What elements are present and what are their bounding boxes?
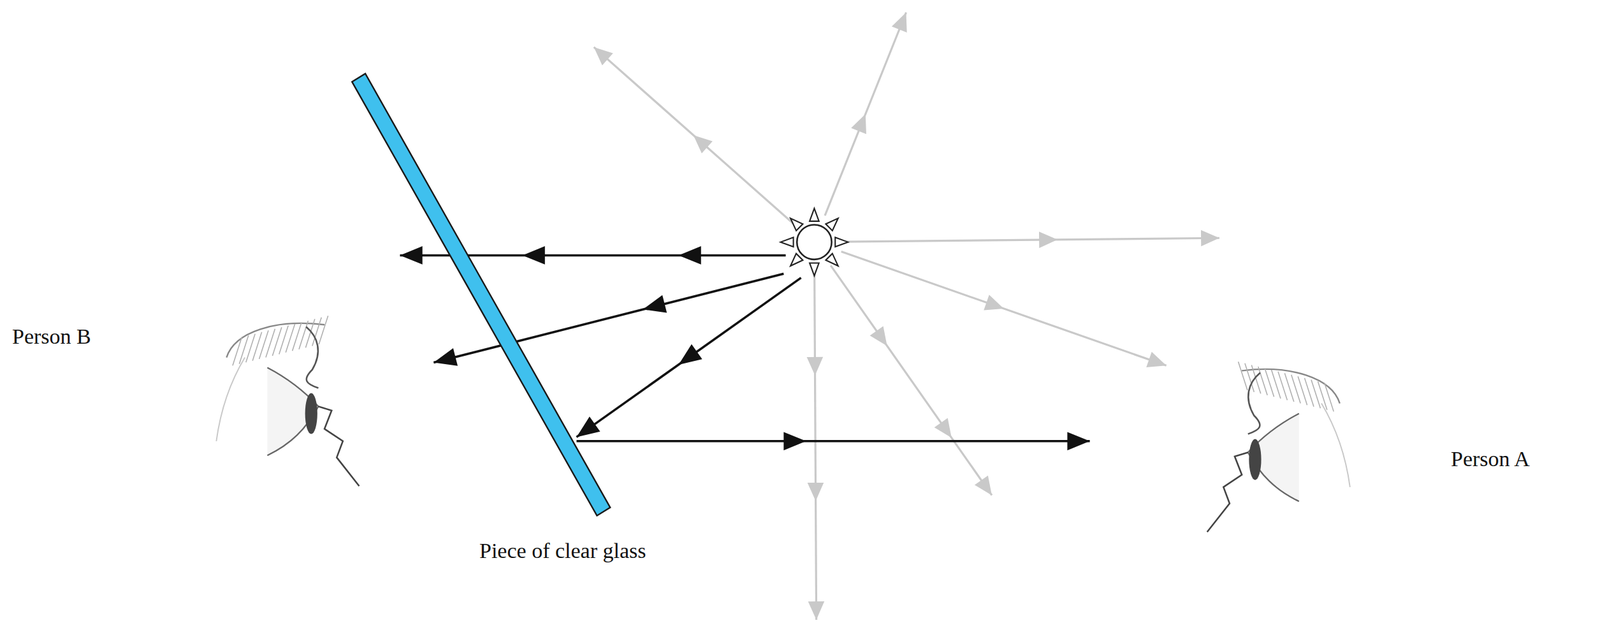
light-source (780, 208, 849, 277)
eye-shape (1248, 413, 1300, 502)
light-ray (824, 12, 906, 216)
light-ray (594, 47, 793, 224)
face-contour (1321, 403, 1351, 488)
light-spike (809, 208, 820, 222)
arrow-head (934, 418, 952, 438)
arrow-head (400, 246, 423, 265)
light-spike (780, 237, 794, 247)
arrow-head (1067, 431, 1090, 451)
iris (1248, 439, 1261, 480)
arrow-head (1146, 351, 1166, 368)
light-ray (842, 237, 1220, 242)
arrow-head (783, 431, 806, 451)
iris (305, 393, 318, 435)
arrow-head (1039, 231, 1058, 248)
arrow-head (678, 344, 703, 365)
arrow-head (594, 47, 614, 66)
arrow-head (576, 416, 600, 437)
eye-person-b (216, 315, 359, 486)
arrow-head (850, 114, 867, 135)
light-ray (814, 270, 817, 619)
lower-lid (1207, 451, 1249, 532)
arrow-head (974, 475, 992, 496)
brow-hatch (318, 315, 328, 345)
arrow-head (808, 601, 825, 620)
arrow-head (983, 294, 1004, 310)
lower-lid (318, 406, 359, 486)
label-text: Piece of clear glass (479, 538, 647, 563)
eyebrow (1238, 361, 1340, 412)
eyebrow (226, 315, 328, 366)
light-ray (576, 277, 801, 438)
eye-shape (267, 367, 319, 456)
light-spike (790, 218, 803, 231)
light-spike (825, 218, 838, 231)
upper-lid (305, 327, 319, 389)
arrow-head (433, 348, 458, 366)
arrow-head (891, 12, 908, 33)
brow-hatch (1238, 361, 1248, 391)
upper-lid (1248, 372, 1261, 435)
arrow-head (693, 135, 713, 154)
arrow-head (642, 295, 667, 313)
light-ray (576, 439, 1090, 443)
label-text: Person B (12, 323, 92, 349)
light-ray (830, 265, 992, 495)
label-text: Person A (1450, 446, 1530, 472)
glass-pane (351, 73, 611, 516)
face-contour (216, 357, 245, 442)
light-spike (835, 237, 848, 247)
arrow-head (807, 356, 824, 376)
scattered-rays (594, 12, 1220, 619)
light-spike (790, 253, 803, 266)
arrow-head (678, 246, 702, 265)
light-spike (809, 262, 820, 276)
arrow-head (1200, 230, 1220, 247)
arrow-head (522, 246, 546, 265)
light-spike (825, 253, 838, 266)
arrow-head (807, 482, 825, 502)
arrow-head (870, 326, 888, 347)
eye-person-a (1207, 361, 1351, 532)
light-bulb (796, 224, 832, 259)
